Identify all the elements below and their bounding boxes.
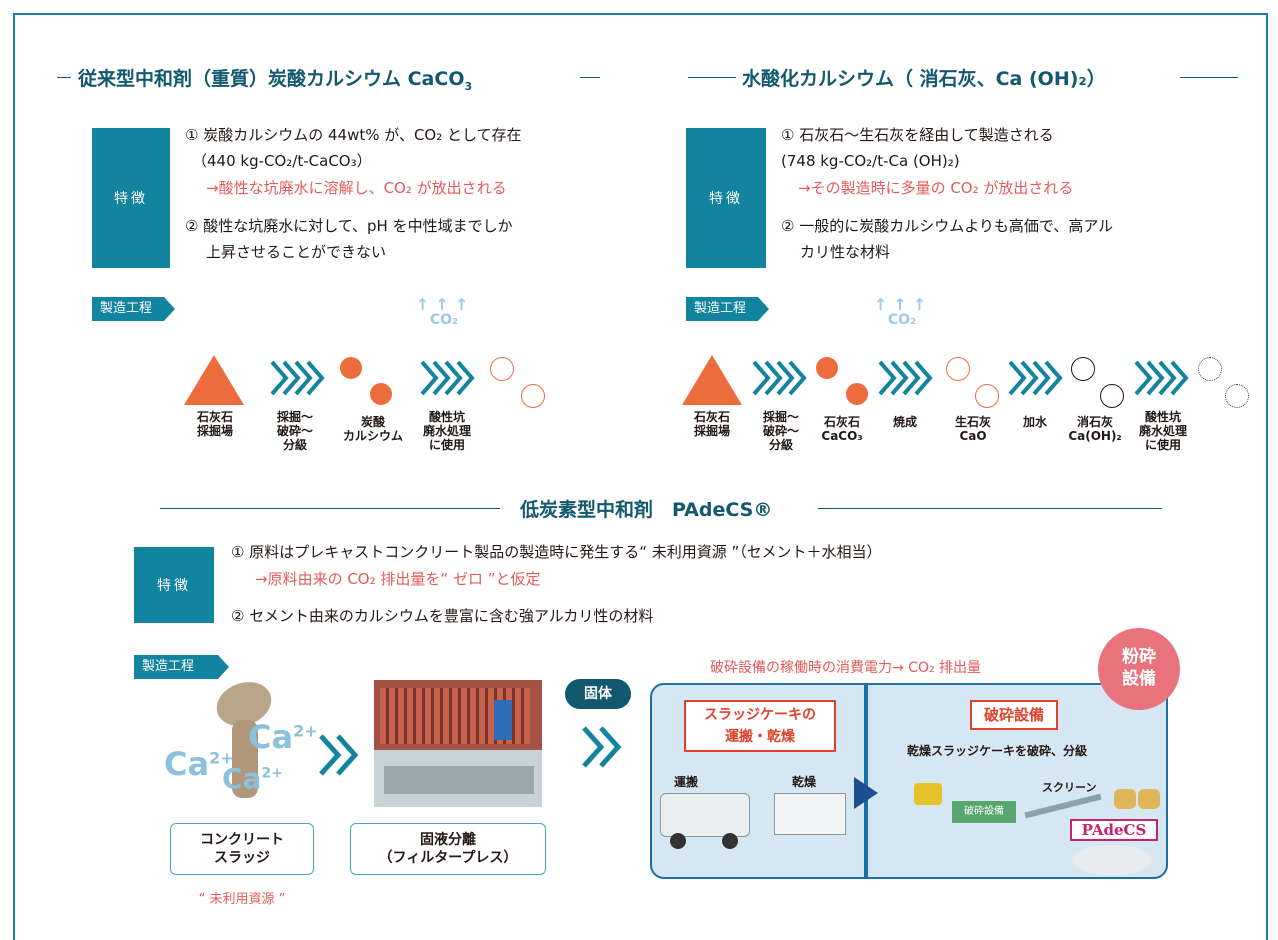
dissolved-ring bbox=[1198, 357, 1222, 381]
process-arrow-icon bbox=[1008, 360, 1063, 396]
dissolved-ring bbox=[1225, 384, 1249, 408]
step-label: 焼成 bbox=[892, 415, 917, 429]
process-arrow-icon bbox=[752, 360, 807, 396]
crusher-title: 破砕設備 bbox=[970, 700, 1058, 730]
co2-release-icon: ↑↑↑ CO₂ bbox=[874, 295, 933, 329]
filter-press-photo bbox=[374, 680, 542, 807]
product-pile-illustration bbox=[1072, 845, 1152, 875]
step-label: 炭酸 カルシウム bbox=[342, 415, 403, 443]
dry-label: 乾燥 bbox=[792, 775, 817, 789]
feature-line-highlight: →酸性な坑廃水に溶解し、CO₂ が放出される bbox=[206, 179, 507, 197]
process-arrow-icon bbox=[878, 360, 933, 396]
step-label: 酸性坑 廃水処理 に使用 bbox=[422, 410, 471, 452]
slaked-lime-ring bbox=[1071, 357, 1095, 381]
step-label: 加水 bbox=[1022, 415, 1047, 429]
process-arrow-icon bbox=[420, 360, 475, 396]
calcium-ion-label: Ca2+ bbox=[164, 745, 234, 783]
feature-box: 特徴 bbox=[92, 128, 170, 268]
crusher-label: 破砕設備 bbox=[952, 801, 1016, 823]
process-arrow-icon bbox=[1134, 360, 1189, 396]
calcium-ion-label: Ca2+ bbox=[222, 762, 283, 795]
limestone-dot bbox=[846, 383, 868, 405]
title-rule-bottom-b bbox=[818, 508, 1162, 509]
feature-line-highlight: →原料由来の CO₂ 排出量を“ ゼロ ”と仮定 bbox=[255, 570, 541, 588]
feature-line: ② 酸性な坑廃水に対して、pH を中性域までしか bbox=[185, 217, 513, 235]
solid-liquid-separation-box: 固液分離 （フィルタープレス） bbox=[350, 823, 546, 875]
title-rule-right-b bbox=[1180, 77, 1238, 78]
feature-line: ① 炭酸カルシウムの 44wt% が、CO₂ として存在 bbox=[185, 126, 522, 144]
truck-wheel-icon bbox=[670, 833, 686, 849]
slaked-lime-ring bbox=[1100, 384, 1124, 408]
power-co2-note: 破砕設備の稼働時の消費電力→ CO₂ 排出量 bbox=[710, 660, 982, 676]
co2-release-icon: ↑↑↑ CO₂ bbox=[416, 295, 475, 329]
feature-line: ② 一般的に炭酸カルシウムよりも高価で、高アル bbox=[781, 217, 1114, 235]
limestone-triangle-icon bbox=[682, 355, 742, 405]
process-tag: 製造工程 bbox=[686, 297, 769, 321]
dissolved-ring bbox=[490, 357, 514, 381]
calcium-ion-label: Ca2+ bbox=[248, 718, 318, 756]
quicklime-ring bbox=[946, 357, 970, 381]
process-arrow-icon bbox=[582, 726, 622, 768]
padecs-product-label: PAdeCS bbox=[1070, 819, 1158, 841]
step-label: 採掘〜 破砕〜 分級 bbox=[762, 410, 799, 452]
sludge-pour-illustration bbox=[232, 720, 258, 798]
process-tag: 製造工程 bbox=[92, 297, 175, 321]
title-rule-right-a bbox=[688, 77, 736, 78]
calcium-carbonate-dot bbox=[340, 357, 362, 379]
process-tag: 製造工程 bbox=[134, 655, 229, 679]
dissolved-ring bbox=[521, 384, 545, 408]
outer-frame bbox=[13, 13, 1268, 940]
calcium-carbonate-dot bbox=[370, 383, 392, 405]
feature-line: 上昇させることができない bbox=[206, 243, 387, 261]
limestone-dot bbox=[816, 357, 838, 379]
crush-description: 乾燥スラッジケーキを破砕、分級 bbox=[907, 744, 1088, 758]
step-label: 生石灰 CaO bbox=[954, 415, 991, 443]
flow-arrow-icon bbox=[854, 777, 878, 809]
feature-line: ① 原料はプレキャストコンクリート製品の製造時に発生する“ 未利用資源 ”（セメ… bbox=[231, 543, 882, 561]
step-label: 石灰石 採掘場 bbox=[196, 410, 233, 438]
title-rule-bottom-a bbox=[160, 508, 500, 509]
process-arrow-icon bbox=[270, 360, 325, 396]
truck-wheel-icon bbox=[722, 833, 738, 849]
product-bag-icon bbox=[1114, 789, 1136, 809]
product-bag-icon bbox=[1138, 789, 1160, 809]
limestone-triangle-icon bbox=[184, 355, 244, 405]
feature-line: （440 kg-CO₂/t-CaCO₃） bbox=[192, 152, 372, 170]
concrete-sludge-box: コンクリート スラッジ bbox=[170, 823, 314, 875]
step-label: 酸性坑 廃水処理 に使用 bbox=[1138, 410, 1187, 452]
title-rule-left-a bbox=[57, 77, 71, 78]
step-label: 消石灰 Ca(OH)₂ bbox=[1068, 415, 1122, 443]
title-rule-left-b bbox=[580, 77, 600, 78]
transport-label: 運搬 bbox=[674, 775, 699, 789]
loader-icon bbox=[914, 783, 942, 805]
dryer-illustration bbox=[774, 793, 846, 835]
step-label: 石灰石 採掘場 bbox=[693, 410, 730, 438]
left-title: 従来型中和剤（重質）炭酸カルシウム CaCO3 bbox=[78, 68, 473, 93]
feature-line: ② セメント由来のカルシウムを豊富に含む強アルカリ性の材料 bbox=[231, 607, 654, 625]
feature-box: 特徴 bbox=[134, 547, 214, 623]
screen-label: スクリーン bbox=[1042, 781, 1097, 794]
feature-line: (748 kg-CO₂/t-Ca (OH)₂) bbox=[781, 152, 960, 170]
step-label: 採掘〜 破砕〜 分級 bbox=[276, 410, 313, 452]
right-title: 水酸化カルシウム（ 消石灰、Ca (OH)₂） bbox=[742, 68, 1106, 90]
feature-line: ① 石灰石〜生石灰を経由して製造される bbox=[781, 126, 1054, 144]
crushing-equipment-badge: 粉砕 設備 bbox=[1098, 628, 1180, 710]
quicklime-ring bbox=[975, 384, 999, 408]
truck-illustration bbox=[660, 793, 750, 837]
screen-conveyor-icon bbox=[1024, 793, 1102, 819]
bottom-title: 低炭素型中和剤 PAdeCS® bbox=[520, 499, 773, 521]
feature-line-highlight: →その製造時に多量の CO₂ が放出される bbox=[798, 179, 1074, 197]
feature-line: カリ性な材料 bbox=[800, 243, 891, 261]
process-arrow-icon bbox=[319, 734, 359, 776]
crushing-equipment-panel: スラッジケーキの 運搬・乾燥 運搬 乾燥 破砕設備 乾燥スラッジケーキを破砕、分… bbox=[650, 683, 1168, 879]
step-label: 石灰石 CaCO₃ bbox=[821, 415, 863, 443]
solid-badge: 固体 bbox=[565, 679, 631, 709]
unused-resource-note: “ 未利用資源 ” bbox=[198, 892, 286, 907]
sludge-transport-title: スラッジケーキの 運搬・乾燥 bbox=[684, 700, 836, 752]
feature-box: 特徴 bbox=[686, 128, 766, 268]
